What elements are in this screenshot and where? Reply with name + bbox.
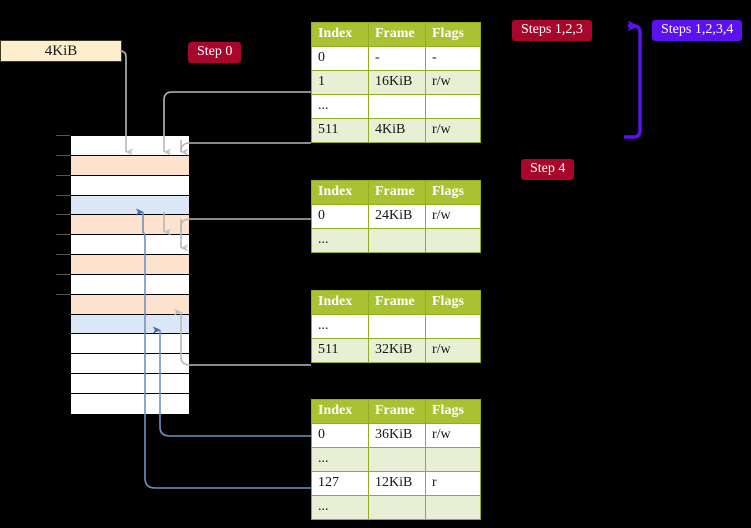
table-cell-frame: 12KiB [368,471,426,496]
table-cell-index: ... [311,447,369,472]
table-cell-flags: r/w [425,338,481,363]
table-cell-index: ... [311,495,369,520]
table-row: ... [311,228,481,253]
table-cell-flags [425,314,481,339]
memory-frame-row [71,136,189,156]
table-cell-frame: 4KiB [368,118,426,143]
table-cell-index: 127 [311,471,369,496]
frame-boundary-tick [56,234,70,236]
memory-frame-row [71,255,189,275]
frame-boundary-tick [56,214,70,216]
table-cell-flags [425,495,481,520]
frame-boundary-tick [56,274,70,275]
table-header-flags: Flags [425,22,481,47]
table-header-frame: Frame [368,180,426,205]
table-cell-flags: r/w [425,118,481,143]
table-cell-frame: 16KiB [368,70,426,95]
table-cell-flags [425,94,481,119]
table-cell-flags: r/w [425,70,481,95]
table-cell-frame: 24KiB [368,204,426,229]
table-cell-flags: r/w [425,423,481,448]
table-cell-frame [368,495,426,520]
table-header-flags: Flags [425,290,481,315]
table-cell-flags [425,447,481,472]
table-cell-frame [368,228,426,253]
table-cell-index: 0 [311,46,369,71]
memory-frame-row [71,235,189,256]
table-cell-frame: 36KiB [368,423,426,448]
memory-frame-row [71,175,189,196]
table-cell-index: ... [311,228,369,253]
table-cell-index: 0 [311,423,369,448]
frame-boundary-tick [56,135,70,136]
table-header-frame: Frame [368,290,426,315]
table-cell-frame [368,94,426,119]
memory-frame-row [71,155,189,176]
table-header-index: Index [311,22,369,47]
table-header-flags: Flags [425,399,481,424]
table-cell-index: 511 [311,338,369,363]
memory-frame-grid [70,135,190,415]
table-row: 0-- [311,46,481,71]
badge-steps-1234: Steps 1,2,3,4 [652,20,743,41]
table-cell-index: ... [311,94,369,119]
memory-frame-row [71,215,189,236]
frame-boundary-tick [56,194,70,196]
badge-step-0: Step 0 [188,42,242,63]
table-row: ... [311,447,481,472]
table-row: ... [311,94,481,119]
table-cell-index: 0 [311,204,369,229]
wire-steps-bracket [624,20,642,139]
memory-frame-row [71,374,189,394]
table-row: ... [311,314,481,339]
memory-frame-row [71,195,189,216]
badge-steps-123: Steps 1,2,3 [512,20,592,41]
memory-size-label: 4KiB [0,40,122,62]
frame-boundary-tick [56,174,70,176]
table-cell-frame [368,447,426,472]
table-header-frame: Frame [368,399,426,424]
memory-frame-row [71,393,189,414]
wire-pml4-entry511-tail [180,142,311,152]
table-cell-frame [368,314,426,339]
table-cell-index: ... [311,314,369,339]
table-cell-index: 511 [311,118,369,143]
frame-boundary-tick [56,293,70,295]
table-cell-flags: r [425,471,481,496]
badge-step-4: Step 4 [521,159,575,180]
table-cell-flags: r/w [425,204,481,229]
memory-frame-row [71,274,189,295]
table-header-index: Index [311,180,369,205]
table-header-flags: Flags [425,180,481,205]
table-row: ... [311,495,481,520]
table-header-index: Index [311,290,369,315]
frame-boundary-tick [56,154,70,156]
table-cell-flags: - [425,46,481,71]
table-cell-frame: - [368,46,426,71]
table-header-frame: Frame [368,22,426,47]
table-cell-flags [425,228,481,253]
memory-frame-row [71,334,189,355]
memory-frame-row [71,294,189,315]
wire-pd-entry511-to-frame [173,308,311,366]
wire-pdpt-entry0-tail [180,218,311,232]
table-cell-frame: 32KiB [368,338,426,363]
memory-frame-row [71,354,189,375]
memory-frame-row [71,314,189,335]
frame-boundary-tick [56,254,70,256]
table-cell-index: 1 [311,70,369,95]
table-header-index: Index [311,399,369,424]
